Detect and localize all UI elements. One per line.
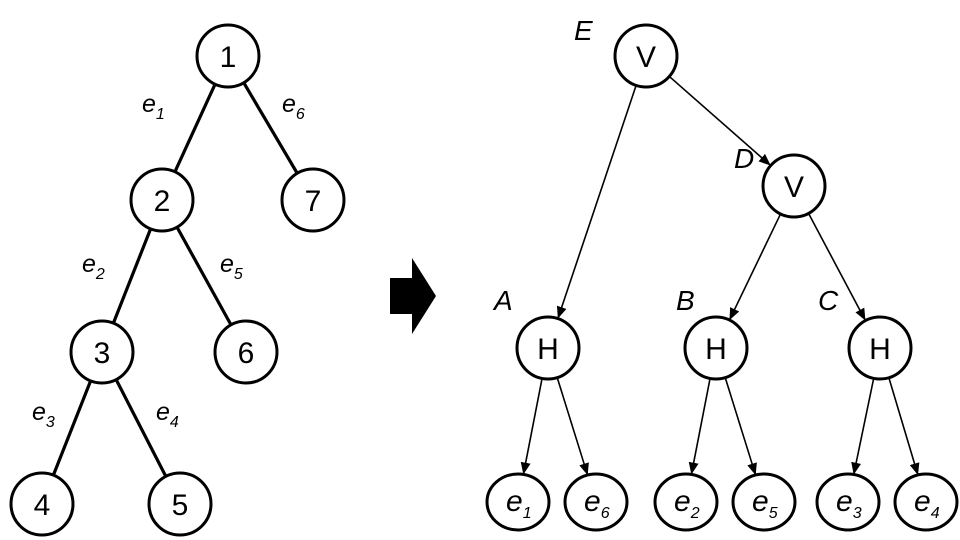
right-edge-arrow [688, 378, 711, 475]
left-node-2: 2 [129, 167, 195, 233]
left-node-3: 3 [69, 319, 135, 385]
node-label: H [705, 333, 727, 366]
right-tree-edges [520, 75, 920, 476]
group-label-A: A [492, 285, 513, 316]
node-label: e4 [914, 485, 940, 522]
node-circle [69, 319, 135, 385]
right-edge-arrow [556, 377, 589, 476]
right-edge-arrow [851, 378, 875, 475]
right-edge-arrow [807, 213, 866, 321]
right-node-D: V [761, 153, 827, 219]
right-edge-arrow [729, 213, 782, 321]
left-node-6: 6 [213, 319, 279, 385]
node-label: e2 [674, 485, 700, 522]
node-circle [683, 315, 749, 381]
right-edge-arrow [668, 75, 771, 166]
group-label-E: E [574, 15, 593, 46]
node-label: 4 [34, 489, 51, 522]
node-label: H [537, 333, 559, 366]
node-circle [731, 472, 797, 532]
left-edge-label: e4 [156, 398, 179, 431]
group-label-B: B [676, 285, 695, 316]
node-circle [280, 167, 346, 233]
right-tree-nodes: V V H H He1 e6 e2 e5 e3 e4 [485, 23, 959, 532]
node-label: 2 [154, 185, 171, 218]
left-tree-nodes: 1 2 3 4 5 6 7 [9, 23, 346, 537]
node-circle [761, 153, 827, 219]
node-circle [485, 472, 551, 532]
leaf-node-e1: e1 [485, 472, 551, 532]
node-label: e6 [584, 485, 610, 522]
right-node-C: H [847, 315, 913, 381]
node-circle [147, 471, 213, 537]
node-label: 3 [94, 337, 111, 370]
right-node-A: H [515, 315, 581, 381]
group-label-D: D [734, 143, 754, 174]
left-node-4: 4 [9, 471, 75, 537]
right-node-E: V [613, 23, 679, 89]
node-label: 5 [172, 489, 189, 522]
node-circle [213, 319, 279, 385]
left-node-5: 5 [147, 471, 213, 537]
leaf-node-e4: e4 [893, 472, 959, 532]
node-label: e1 [506, 485, 532, 522]
left-edge-label: e3 [32, 398, 55, 431]
left-edge-label: e2 [82, 250, 105, 283]
node-label: H [869, 333, 891, 366]
left-edge-label: e5 [220, 250, 243, 283]
node-circle [195, 23, 261, 89]
node-circle [563, 472, 629, 532]
right-edge-arrow [888, 377, 920, 476]
leaf-node-e3: e3 [815, 472, 881, 532]
node-circle [613, 23, 679, 89]
left-tree-edges [40, 55, 315, 505]
leaf-node-e2: e2 [653, 472, 719, 532]
node-label: 7 [305, 185, 322, 218]
left-node-7: 7 [280, 167, 346, 233]
left-tree-edge-labels: e1 e6 e2 e5 e3 e4 [32, 90, 305, 431]
node-circle [847, 315, 913, 381]
right-tree-group-labels: E D A B C [492, 15, 839, 316]
node-label: e3 [836, 485, 862, 522]
node-circle [815, 472, 881, 532]
node-label: V [636, 41, 656, 74]
leaf-node-e5: e5 [731, 472, 797, 532]
right-arrow-icon [390, 258, 436, 334]
node-circle [653, 472, 719, 532]
node-circle [893, 472, 959, 532]
left-edge-label: e1 [142, 90, 165, 123]
node-label: 1 [220, 41, 237, 74]
right-edge-arrow [556, 85, 637, 319]
left-edge-label: e6 [282, 90, 305, 123]
node-label: V [784, 171, 804, 204]
right-edge-arrow [724, 377, 757, 476]
right-node-B: H [683, 315, 749, 381]
right-edge-arrow [520, 378, 543, 475]
node-circle [9, 471, 75, 537]
node-label: 6 [238, 337, 255, 370]
left-node-1: 1 [195, 23, 261, 89]
node-label: e5 [752, 485, 778, 522]
node-circle [129, 167, 195, 233]
leaf-node-e6: e6 [563, 472, 629, 532]
group-label-C: C [818, 285, 839, 316]
node-circle [515, 315, 581, 381]
